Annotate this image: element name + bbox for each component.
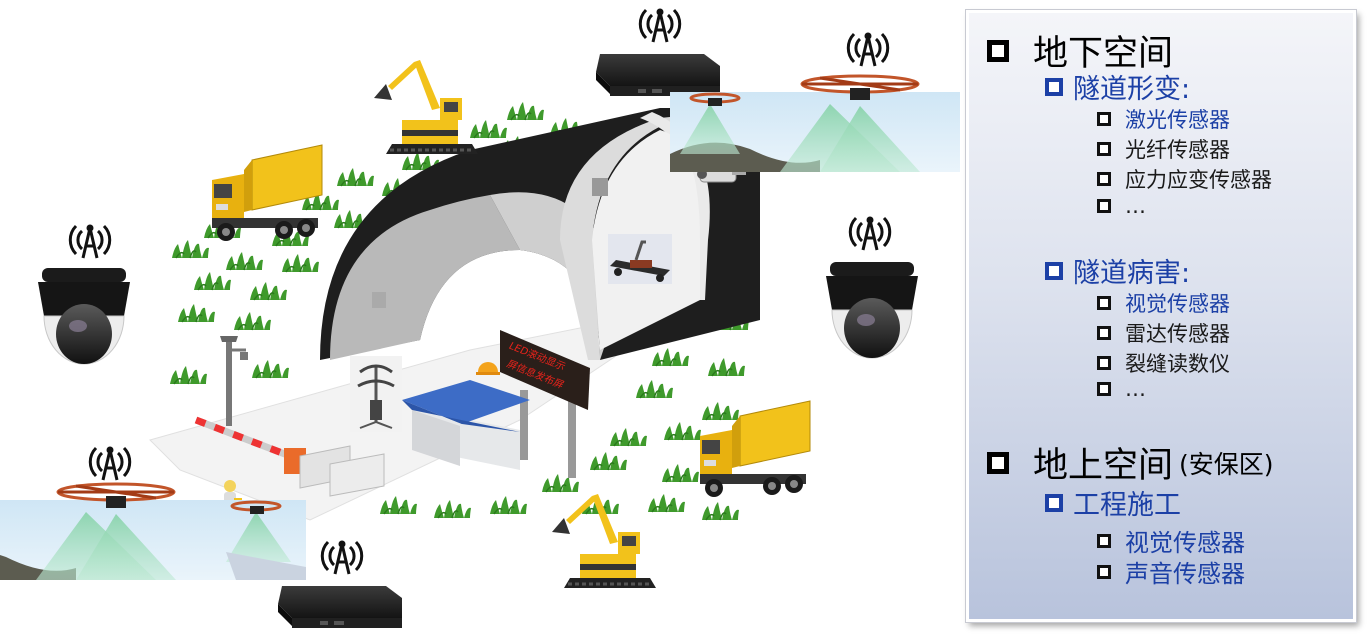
- item-label: 雷达传感器: [1125, 322, 1230, 346]
- list-item: 声音传感器: [1097, 554, 1245, 589]
- dome-camera-right: [825, 261, 919, 359]
- list-item: 雷达传感器: [1097, 318, 1230, 348]
- group-title: 隧道病害:: [1073, 258, 1191, 289]
- list-item: 裂缝读数仪: [1097, 348, 1230, 378]
- item-label: 视觉传感器: [1125, 292, 1230, 316]
- list-item: 视觉传感器: [1097, 288, 1230, 318]
- inspection-robot-icon: [608, 234, 672, 284]
- item-label: 视觉传感器: [1125, 529, 1245, 557]
- item-label: …: [1125, 377, 1146, 401]
- bullet-square-icon: [1097, 172, 1111, 186]
- bullet-square-icon: [1097, 326, 1111, 340]
- item-label: 激光传感器: [1125, 108, 1230, 132]
- bullet-square-icon: [987, 39, 1009, 62]
- dump-truck-left: [211, 144, 323, 242]
- item-label: 应力应变传感器: [1125, 168, 1272, 192]
- list-item: 光纤传感器: [1097, 134, 1230, 164]
- item-label: 裂缝读数仪: [1125, 352, 1230, 376]
- group-title: 工程施工: [1073, 490, 1181, 521]
- section-title: 地上空间: [1033, 446, 1174, 486]
- bullet-square-icon: [1097, 382, 1111, 396]
- worker-helmet-icon: [476, 362, 500, 375]
- section-aboveground: 地上空间 (安保区): [987, 437, 1274, 488]
- bullet-square-icon: [987, 451, 1009, 474]
- wireless-signal-icon: [638, 7, 682, 44]
- bullet-square-icon: [1097, 296, 1111, 310]
- list-item: 激光传感器: [1097, 104, 1230, 134]
- list-item: …: [1097, 377, 1146, 401]
- bullet-square-icon: [1097, 564, 1111, 579]
- guard-booth: [402, 380, 530, 470]
- wireless-signal-icon: [88, 445, 132, 482]
- bullet-square-icon: [1045, 261, 1063, 280]
- bullet-square-icon: [1097, 112, 1111, 126]
- bullet-square-icon: [1045, 77, 1063, 96]
- street-lamp: [220, 336, 248, 426]
- section-note: (安保区): [1179, 449, 1274, 479]
- wireless-signal-icon: [68, 223, 112, 260]
- wireless-signal-icon: [846, 31, 890, 68]
- tilt-sensor-icon: [350, 356, 402, 432]
- bullet-square-icon: [1097, 533, 1111, 548]
- group-tunnel-defects: 隧道病害:: [1045, 251, 1190, 290]
- item-label: 光纤传感器: [1125, 138, 1230, 162]
- dome-camera-left: [37, 267, 131, 365]
- edge-gateway-top: [596, 54, 720, 96]
- barrier-gate: [194, 416, 385, 497]
- wireless-signal-icon: [848, 215, 892, 252]
- list-item: …: [1097, 194, 1146, 218]
- group-engineering-construction: 工程施工: [1045, 483, 1181, 522]
- edge-gateway-bottom: [278, 586, 402, 628]
- wireless-signal-icon: [320, 539, 364, 576]
- section-underground: 地下空间: [987, 25, 1173, 76]
- excavator-top: [372, 58, 480, 156]
- section-title: 地下空间: [1033, 34, 1174, 74]
- bullet-square-icon: [1097, 199, 1111, 213]
- item-label: …: [1125, 194, 1146, 218]
- list-item: 应力应变传感器: [1097, 164, 1272, 194]
- bullet-square-icon: [1097, 356, 1111, 370]
- group-tunnel-deformation: 隧道形变:: [1045, 67, 1190, 106]
- item-label: 声音传感器: [1125, 560, 1245, 588]
- bullet-square-icon: [1097, 142, 1111, 156]
- tunnel-monitoring-scene: LED滚动显示 屏信息发布屏: [0, 7, 960, 628]
- bullet-square-icon: [1045, 493, 1063, 512]
- group-title: 隧道形变:: [1073, 74, 1191, 105]
- list-item: 视觉传感器: [1097, 523, 1245, 558]
- sensor-list-panel: 地下空间 隧道形变: 激光传感器 光纤传感器 应力应变传感器 … 隧道病害: 视…: [965, 9, 1357, 623]
